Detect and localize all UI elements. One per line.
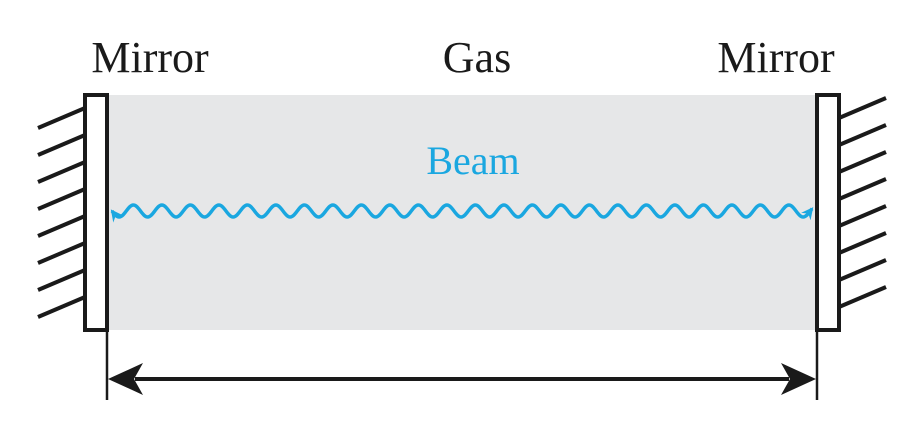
- beam-wave-arrow: [110, 203, 814, 223]
- right-mirror-label: Mirror: [717, 33, 835, 82]
- beam-label: Beam: [426, 138, 519, 183]
- length-dimension: [105, 332, 819, 400]
- right-wall-hatching: [838, 96, 887, 309]
- length-arrowhead-right: [781, 363, 816, 395]
- gas-label: Gas: [443, 33, 511, 82]
- length-arrowhead-left: [108, 363, 143, 395]
- left-wall-hatching: [37, 106, 86, 319]
- right-mirror: [815, 93, 841, 332]
- left-mirror-label: Mirror: [91, 33, 209, 82]
- left-mirror: [83, 93, 109, 332]
